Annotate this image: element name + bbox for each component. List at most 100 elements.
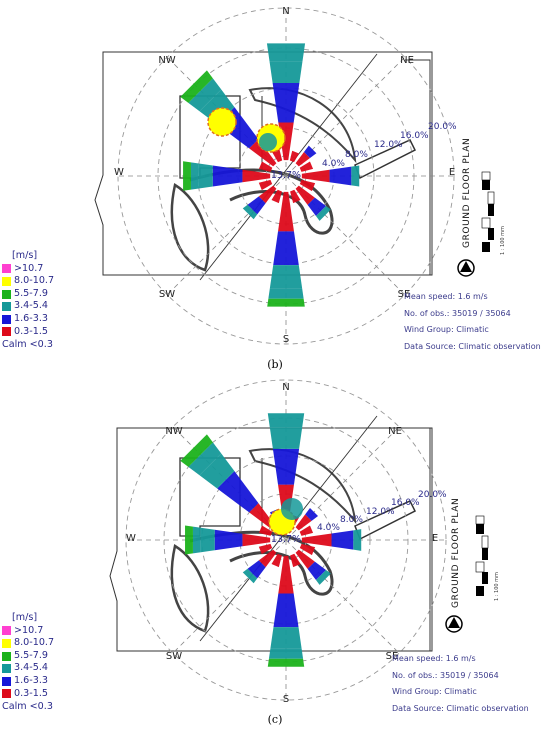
dir-label-w: W <box>126 533 136 544</box>
ring-label-8: 8.0% <box>345 150 368 160</box>
wind-rose-panel-c: N NE E SE S SW W NW 4.0% 8.0% 12.0% 16.0… <box>0 376 550 726</box>
wind-petal-segment <box>180 70 213 103</box>
wind-rose-panel-b: N NE E SE S SW W NW 4.0% 8.0% 12.0% 16.0… <box>0 0 550 352</box>
legend-item: 5.5-7.9 <box>2 288 54 301</box>
legend-item: 3.4-5.4 <box>2 662 54 675</box>
calm-center-value: 13.7% <box>271 170 301 181</box>
dir-label-e: E <box>449 167 455 178</box>
speed-zone-teal <box>281 498 303 520</box>
wind-petal-segment <box>258 549 277 568</box>
wind-petal-segment <box>188 78 222 112</box>
legend-item: 3.4-5.4 <box>2 300 54 313</box>
legend-item: 8.0-10.7 <box>2 275 54 288</box>
wind-petal-segment <box>315 569 331 585</box>
wind-petal-segment <box>299 543 316 556</box>
wind-petals <box>180 43 360 307</box>
wind-petal-segment <box>242 533 271 547</box>
legend-calm: Calm <0.3 <box>2 701 53 713</box>
legend-item: >10.7 <box>2 263 54 276</box>
legend-calm: Calm <0.3 <box>2 339 53 351</box>
wind-group: Wind Group: Climatic <box>392 687 477 697</box>
wind-petal-segment <box>299 525 314 536</box>
wind-petal-segment <box>273 593 299 628</box>
dir-label-sw: SW <box>159 289 175 300</box>
wind-petal-segment <box>199 453 235 489</box>
legend-label: 0.3-1.5 <box>14 687 48 699</box>
observations: No. of obs.: 35019 / 35064 <box>392 670 499 680</box>
legend-unit: [m/s] <box>12 612 38 623</box>
mean-speed: Mean speed: 1.6 m/s <box>392 654 476 663</box>
wind-petal-segment <box>271 189 282 204</box>
wind-petal-segment <box>249 139 277 167</box>
wind-petal-segment <box>258 525 273 536</box>
wind-petal-segment <box>290 553 301 568</box>
legend-label: 8.0-10.7 <box>14 275 55 287</box>
legend-unit: [m/s] <box>12 250 38 261</box>
dir-label-n: N <box>282 382 289 393</box>
speed-legend: [m/s] >10.7 8.0-10.7 5.5-7.9 3.4-5.4 1.6… <box>2 612 54 714</box>
wind-petal-segment <box>307 561 327 581</box>
wind-petal-segment <box>301 533 332 547</box>
wind-petal-segment <box>270 627 302 649</box>
ring-label-20: 20.0% <box>428 122 457 132</box>
legend-label: 1.6-3.3 <box>14 674 48 686</box>
wind-petal-segment <box>303 145 317 159</box>
wind-petal-segment <box>278 191 294 232</box>
wind-petals <box>180 413 362 667</box>
wind-rose-figure: N NE E SE S SW W NW 4.0% 8.0% 12.0% 16.0… <box>109 379 500 705</box>
wind-rose-figure: N NE E SE S SW W NW 4.0% 8.0% 12.0% 16.0… <box>94 6 506 345</box>
lens-wall <box>170 183 210 272</box>
wind-petal-segment <box>185 525 193 555</box>
speed-legend: [m/s] >10.7 8.0-10.7 5.5-7.9 3.4-5.4 1.6… <box>2 250 54 352</box>
ring-label-12: 12.0% <box>366 507 395 517</box>
wind-petal-segment <box>267 298 305 307</box>
wind-petal-segment <box>258 161 273 172</box>
ring-label-16: 16.0% <box>391 498 420 508</box>
wind-petal-segment <box>192 526 201 554</box>
wind-petal-segment <box>271 148 283 163</box>
wind-petal-segment <box>217 471 259 513</box>
wind-petal-segment <box>258 543 273 555</box>
wind-petal-segment <box>212 165 243 187</box>
wind-petal-segment <box>299 161 314 172</box>
wind-petal-segment <box>295 514 312 531</box>
legend-label: 3.4-5.4 <box>14 300 48 312</box>
dir-label-nw: NW <box>165 426 182 437</box>
observations: No. of obs.: 35019 / 35064 <box>404 308 511 318</box>
wind-petal-segment <box>295 185 315 205</box>
dir-label-ne: NE <box>400 55 414 66</box>
dir-label-ne: NE <box>388 426 402 437</box>
wind-petal-segment <box>258 179 273 191</box>
dir-label-s: S <box>283 694 289 705</box>
wind-petal-segment <box>242 568 258 584</box>
wind-petal-segment <box>289 150 300 163</box>
north-symbol <box>445 615 463 633</box>
wind-petal-segment <box>271 553 282 568</box>
wind-petal-segment <box>273 231 299 266</box>
legend-label: >10.7 <box>14 624 44 636</box>
diagonal-axis <box>199 53 378 281</box>
wind-petal-segment <box>247 560 266 579</box>
dir-label-se: SE <box>398 289 411 300</box>
ring-label-20: 20.0% <box>418 490 447 500</box>
east-wing <box>405 427 431 652</box>
wind-petal-segment <box>242 204 258 220</box>
legend-label: 5.5-7.9 <box>14 649 48 661</box>
legend-item: 1.6-3.3 <box>2 313 54 326</box>
dir-label-nw: NW <box>158 55 175 66</box>
grid-ring <box>117 7 455 345</box>
wind-petal-segment <box>180 434 213 467</box>
wind-petal-segment <box>272 448 300 485</box>
building-wall <box>179 457 241 537</box>
legend-item: 0.3-1.5 <box>2 688 54 701</box>
caption-c: (c) <box>267 713 283 726</box>
wind-petal-segment <box>200 527 215 553</box>
scale-label: 1 : 100 mm <box>500 226 506 255</box>
wind-petal-segment <box>351 165 360 187</box>
calm-center-value: 13.7% <box>271 534 301 545</box>
legend-item: 8.0-10.7 <box>2 637 54 650</box>
wind-petal-segment <box>301 169 330 183</box>
speed-zone-teal <box>259 133 277 151</box>
grid-ring <box>125 379 447 701</box>
wind-petal-segment <box>267 658 305 667</box>
